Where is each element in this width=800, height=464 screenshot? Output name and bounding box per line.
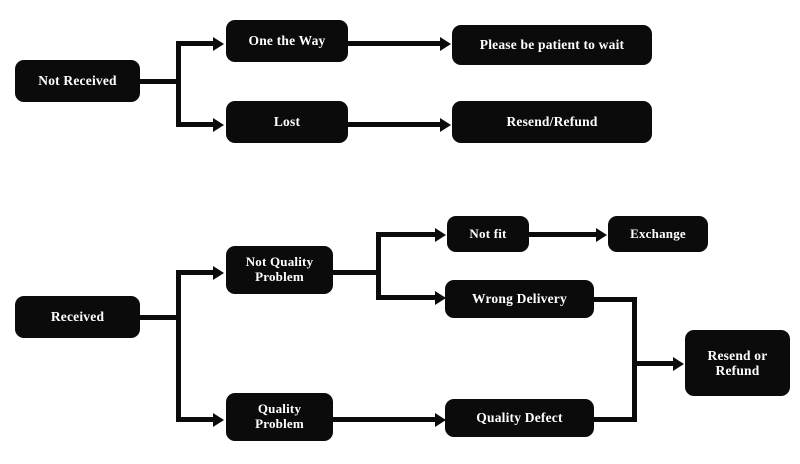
node-lost[interactable]: Lost xyxy=(226,101,348,143)
node-received-label: Received xyxy=(50,309,105,325)
node-one-the-way-label: One the Way xyxy=(248,33,326,49)
connector-to-wrong-delivery xyxy=(376,295,440,300)
arrowhead-not-fit xyxy=(435,227,446,242)
connector-not-quality-problem-trunk xyxy=(333,270,381,275)
connector-not-received-trunk xyxy=(140,79,181,84)
node-not-quality-problem[interactable]: Not Quality Problem xyxy=(226,246,333,294)
node-quality-problem-label-line2: Problem xyxy=(255,416,304,431)
arrowhead-not-quality-problem xyxy=(213,265,224,280)
connector-received-trunk xyxy=(140,315,181,320)
arrowhead-wrong-delivery xyxy=(435,290,446,305)
arrowhead-quality-problem xyxy=(213,412,224,427)
node-exchange-label: Exchange xyxy=(630,225,686,241)
node-resend-or-refund-label-line1: Resend or xyxy=(707,347,768,363)
arrowhead-one-the-way xyxy=(213,36,224,51)
node-not-fit[interactable]: Not fit xyxy=(447,216,529,252)
connector-merge-to-resend-or-refund xyxy=(632,361,677,366)
arrowhead-lost xyxy=(213,117,224,132)
connector-to-not-fit xyxy=(376,232,440,237)
connector-not-fit-to-exchange xyxy=(528,232,600,237)
arrowhead-resend-or-refund xyxy=(673,356,684,371)
connector-not-received-split xyxy=(176,41,181,127)
arrowhead-please-wait xyxy=(440,36,451,51)
connector-merge-bus xyxy=(632,297,637,422)
node-quality-defect[interactable]: Quality Defect xyxy=(445,399,594,437)
node-please-be-patient-to-wait[interactable]: Please be patient to wait xyxy=(452,25,652,65)
node-one-the-way[interactable]: One the Way xyxy=(226,20,348,62)
connector-not-quality-problem-split xyxy=(376,232,381,300)
node-resend-refund[interactable]: Resend/Refund xyxy=(452,101,652,143)
node-exchange[interactable]: Exchange xyxy=(608,216,708,252)
connector-quality-problem-to-defect xyxy=(333,417,440,422)
node-lost-label: Lost xyxy=(273,114,301,130)
connector-to-not-quality-problem xyxy=(176,270,218,275)
node-please-be-patient-to-wait-label: Please be patient to wait xyxy=(479,37,625,53)
node-wrong-delivery-label: Wrong Delivery xyxy=(472,291,567,307)
node-quality-problem-label-line1: Quality xyxy=(257,401,302,417)
connector-to-quality-problem xyxy=(176,417,218,422)
connector-to-one-the-way xyxy=(176,41,218,46)
node-not-received[interactable]: Not Received xyxy=(15,60,140,102)
connector-wrong-delivery-to-merge xyxy=(594,297,637,302)
node-received[interactable]: Received xyxy=(15,296,140,338)
node-quality-defect-label: Quality Defect xyxy=(476,410,563,426)
node-resend-refund-label: Resend/Refund xyxy=(506,114,598,130)
connector-to-lost xyxy=(176,122,218,127)
node-wrong-delivery[interactable]: Wrong Delivery xyxy=(445,280,594,318)
node-resend-or-refund[interactable]: Resend or Refund xyxy=(685,330,790,396)
arrowhead-exchange xyxy=(596,227,607,242)
node-not-received-label: Not Received xyxy=(38,73,117,89)
node-not-quality-problem-label-line2: Problem xyxy=(255,269,304,284)
arrowhead-quality-defect xyxy=(435,412,446,427)
node-not-quality-problem-label-line1: Not Quality xyxy=(245,254,314,270)
node-resend-or-refund-label-line2: Refund xyxy=(715,363,760,378)
connector-one-the-way-to-wait xyxy=(348,41,444,46)
connector-quality-defect-to-merge xyxy=(594,417,637,422)
node-quality-problem[interactable]: Quality Problem xyxy=(226,393,333,441)
node-not-fit-label: Not fit xyxy=(469,225,507,241)
arrowhead-resend-refund xyxy=(440,117,451,132)
connector-lost-to-resend-refund xyxy=(348,122,444,127)
connector-received-split xyxy=(176,270,181,422)
